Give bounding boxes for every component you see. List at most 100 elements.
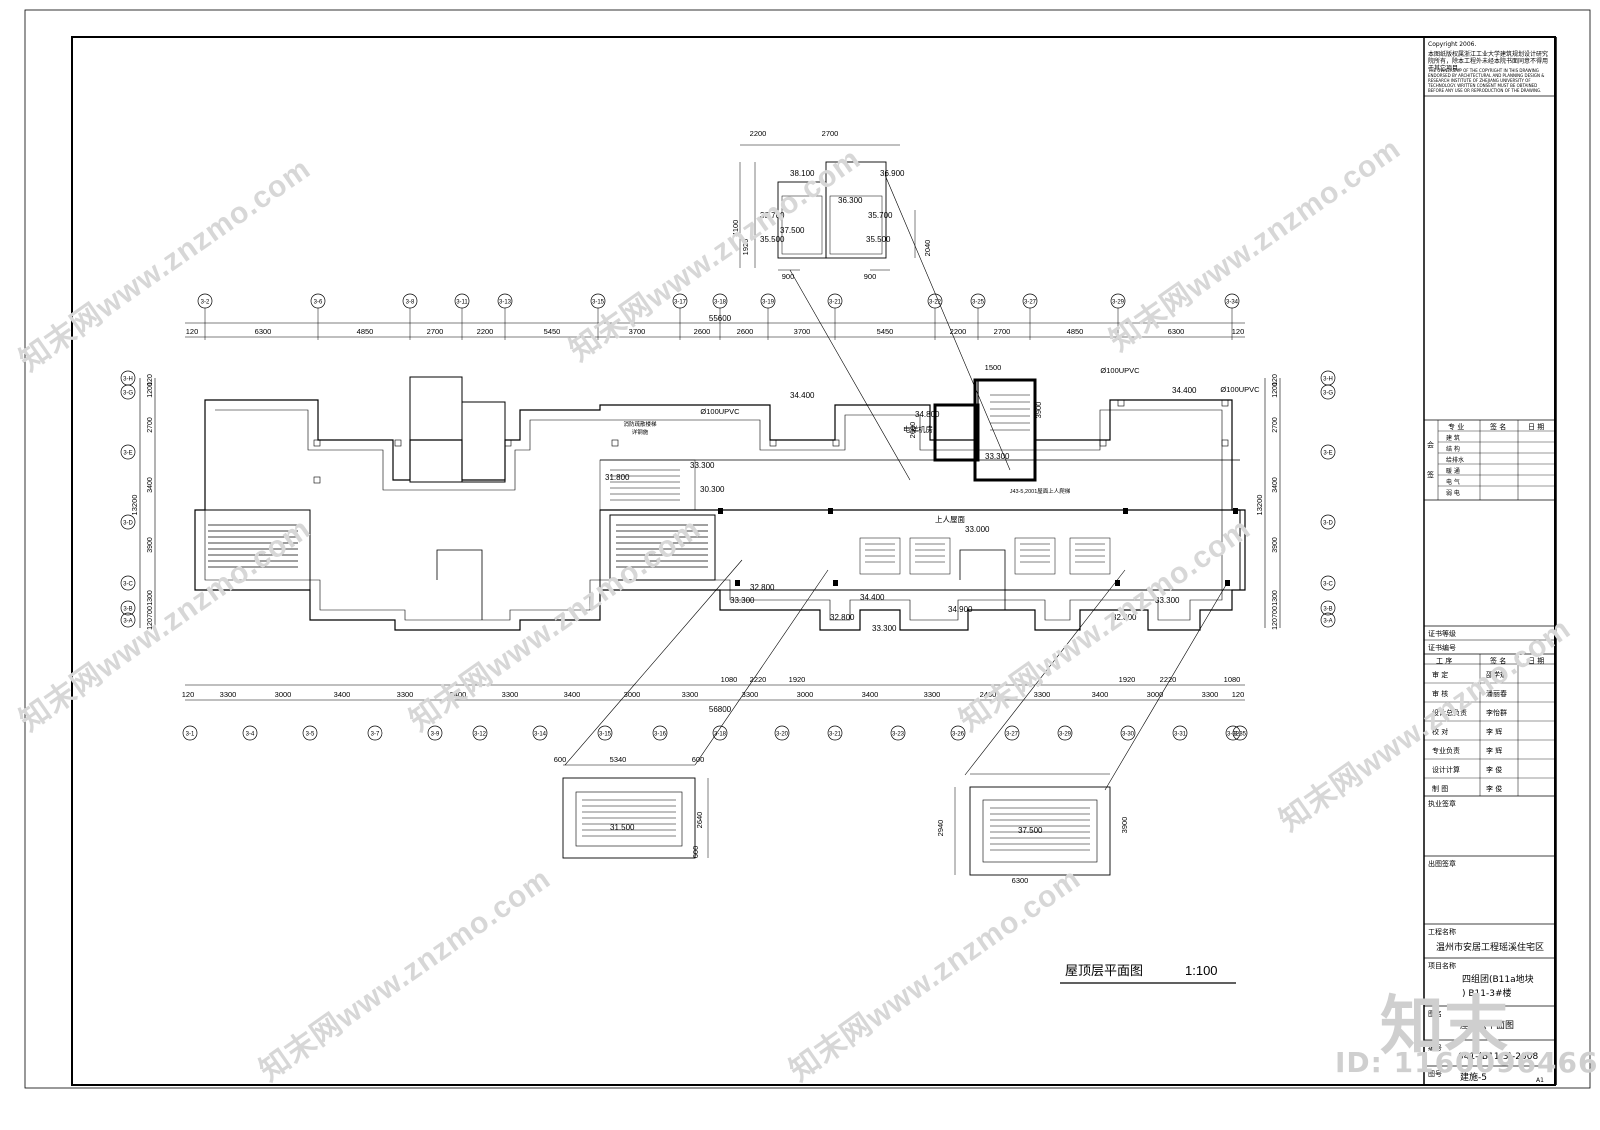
bottom-dim-4: 3300: [397, 690, 414, 699]
signature-row-4: 电 气: [1446, 479, 1460, 486]
top-axis-3-18: 3-18: [714, 300, 727, 306]
louver-detail-left: [562, 764, 709, 859]
left-axis-3-H: 3-H: [123, 377, 133, 383]
copyright: Copyright 2006.: [1428, 41, 1477, 48]
note-22: 3900: [1120, 817, 1129, 834]
note-15: 600: [554, 755, 567, 764]
top-axis-3-13: 3-13: [499, 300, 512, 306]
bottom-axis-3-31: 3-31: [1174, 732, 1187, 738]
bottom-dim-17: 3000: [1147, 690, 1164, 699]
top-axis-3-11-circle: [454, 293, 470, 309]
top-axis-3-15-circle: [590, 293, 606, 309]
note-5: 1500: [985, 363, 1002, 372]
signature-row-5: 弱 电: [1446, 490, 1460, 497]
elevation-18: 36.300: [838, 196, 863, 205]
top-dimension-lines: [139, 322, 1281, 701]
right-dim-0: 1200: [1272, 382, 1279, 398]
elevation-17: 37.500: [780, 226, 805, 235]
top-axis-3-34-circle: [1224, 293, 1240, 309]
bottom-axis-3-9: 3-9: [431, 732, 440, 738]
bottom-axis-3-32-circle: [1225, 725, 1241, 741]
elevation-6: 33.000: [965, 525, 990, 534]
top-dim-10: 5450: [877, 327, 894, 336]
note-25: 详钢施: [632, 428, 649, 436]
bottom-axis-3-12-circle: [472, 725, 488, 741]
drawing-scale: 1:100: [1185, 963, 1218, 978]
note-12: 2040: [923, 240, 932, 257]
right-axis-3-B: 3-B: [1323, 607, 1332, 613]
top-dim-1: 6300: [255, 327, 272, 336]
top-axis-3-34: 3-34: [1226, 300, 1239, 306]
bottom-axis-3-30-circle: [1120, 725, 1136, 741]
elevation-13: 33.300: [1155, 596, 1180, 605]
left-axis-3-B: 3-B: [123, 607, 132, 613]
left-axis-3-G: 3-G: [123, 391, 133, 397]
left-axis-3-C: 3-C: [123, 582, 133, 588]
note-19: 600: [691, 846, 700, 859]
bottom-axis-3-29: 3-29: [1059, 732, 1072, 738]
right-dim-6: 700: [1272, 606, 1279, 618]
right-axis-3-G: 3-G: [1323, 391, 1333, 397]
top-axis-3-29-circle: [1110, 293, 1126, 309]
drawing-number: 041-(B11-3)-2008: [1458, 1052, 1539, 1062]
louver-detail-right: [954, 773, 1111, 876]
right-dim-1: 120: [1272, 374, 1279, 386]
role-5: 设计计算: [1432, 766, 1460, 774]
elevation-5: 30.300: [700, 485, 725, 494]
top-dim-12: 2700: [994, 327, 1011, 336]
bottom-axis-3-21-circle: [827, 725, 843, 741]
bottom-axis-3-35: 3-35: [1234, 732, 1247, 738]
elevation-2: 33.300: [690, 461, 715, 470]
role-header-name: 签 名: [1490, 657, 1507, 665]
left-axis-3-D: 3-D: [123, 521, 133, 527]
bottom-dim-9: 3300: [682, 690, 699, 699]
inner-border: [71, 36, 1556, 1086]
role-4: 专业负责: [1432, 747, 1460, 755]
right-dim-2: 2700: [1272, 417, 1279, 433]
bottom-dim-15: 3300: [1034, 690, 1051, 699]
top-axis-3-21-circle: [827, 293, 843, 309]
right-dim-4: 3900: [1272, 537, 1279, 553]
bottom-axis-3-16-circle: [652, 725, 668, 741]
right-total-dim: 13200: [1255, 495, 1264, 516]
bottom-axis-3-30: 3-30: [1122, 732, 1135, 738]
note-10: 4100: [731, 220, 740, 237]
top-dim-2: 4850: [357, 327, 374, 336]
top-dim-15: 120: [1232, 327, 1245, 336]
bottom-axis-3-4: 3-4: [246, 732, 255, 738]
bottom-axis-3-29-circle: [1057, 725, 1073, 741]
bottom-sub-dim-2: 1920: [789, 675, 806, 684]
left-dim-6: 700: [147, 606, 154, 618]
left-dim-5: 1300: [147, 590, 154, 606]
top-dim-6: 3700: [629, 327, 646, 336]
top-axis-3-27-circle: [1022, 293, 1038, 309]
right-axis-3-B-circle: [1320, 600, 1336, 616]
role-6: 制 图: [1432, 785, 1449, 793]
top-axis-3-2-circle: [197, 293, 213, 309]
sheet-label: 图名: [1428, 1010, 1442, 1018]
top-axis-3-19: 3-19: [762, 300, 775, 306]
top-axis-3-27: 3-27: [1024, 300, 1037, 306]
bottom-axis-3-27: 3-27: [1006, 732, 1019, 738]
bottom-axis-3-18: 3-18: [714, 732, 727, 738]
top-axis-3-22-circle: [927, 293, 943, 309]
role-name-2: 李怡群: [1486, 709, 1507, 717]
top-total-dim: 55600: [709, 314, 732, 323]
note-17: 600: [692, 755, 705, 764]
top-axis-3-19-circle: [760, 293, 776, 309]
bottom-axis-3-7: 3-7: [371, 732, 380, 738]
item-name: 四组团(B11a地块: [1462, 975, 1534, 985]
sig-header-name: 签 名: [1490, 423, 1507, 431]
copyright-cn: 本图纸版权属浙江工业大学建筑规划设计研究院所有，除本工程外未经本院书面同意不得用…: [1428, 51, 1549, 72]
top-axis-3-6-circle: [310, 293, 326, 309]
bottom-axis-3-31-circle: [1172, 725, 1188, 741]
role-3: 校 对: [1432, 728, 1449, 736]
bottom-axis-3-9-circle: [427, 725, 443, 741]
left-dim-7: 120: [147, 618, 154, 630]
left-dim-3: 3400: [147, 477, 154, 493]
top-axis-3-25: 3-25: [972, 300, 985, 306]
elevation-9: 34.400: [860, 593, 885, 602]
